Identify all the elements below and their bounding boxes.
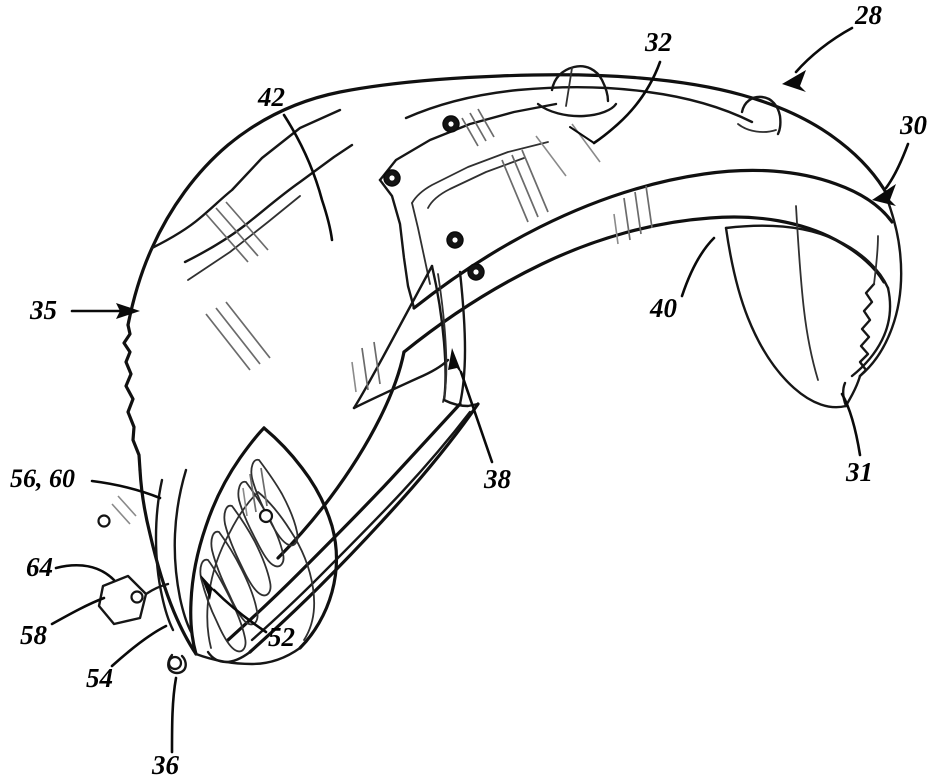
louver-panel-right-edge <box>262 426 339 650</box>
leader-64 <box>54 564 116 582</box>
ref-num-58: 58 <box>20 620 48 650</box>
louver-panel-outline <box>189 426 266 656</box>
surface-hatch-group <box>111 108 653 525</box>
rear-small-boss <box>740 95 782 136</box>
ref-num-38: 38 <box>483 464 512 494</box>
louver-panel-bottom-edge <box>194 646 302 666</box>
ref-num-35: 35 <box>29 295 57 325</box>
fastener-hole <box>167 655 183 671</box>
retention-clip-stem <box>144 582 170 596</box>
ref-num-30: 30 <box>899 110 928 140</box>
leader-32-tick <box>569 126 595 144</box>
liner-main-body <box>97 65 903 675</box>
center-upper-panel-inner-edge <box>411 141 549 204</box>
lower-rail-inner-line <box>250 410 472 642</box>
forward-edge-profile <box>122 323 142 472</box>
leader-28 <box>794 26 854 74</box>
fastener-hole <box>130 590 144 604</box>
forward-facet-panel-lower <box>183 143 354 264</box>
rear-flap-inner-line <box>873 235 879 285</box>
inclined-rib-fold-b <box>352 358 450 410</box>
rear-body-right-contour <box>850 286 892 378</box>
arrowhead-38 <box>448 348 463 376</box>
inclined-rib-vertical-seam <box>458 270 467 406</box>
outer-top-silhouette <box>126 73 890 327</box>
leader-38 <box>459 370 494 464</box>
leader-30 <box>884 142 910 190</box>
rear-body-inner-fold <box>724 226 848 409</box>
ref-num-52: 52 <box>268 622 295 652</box>
ref-num-40: 40 <box>649 293 678 323</box>
center-upper-panel-inner-edge2 <box>427 157 525 209</box>
retention-clip-58 <box>97 574 148 626</box>
mounting-tab-edge <box>173 468 193 634</box>
rear-small-boss-base <box>737 123 777 133</box>
louver-slot <box>223 504 272 597</box>
lower-rail-upper-edge <box>226 402 462 642</box>
ref-num-36: 36 <box>151 750 180 780</box>
top-dome-base <box>536 102 618 118</box>
ref-num-42: 42 <box>257 82 285 112</box>
leader-line-group <box>50 26 910 754</box>
inclined-rib-inner-crease <box>437 273 448 403</box>
mounting-tab-64 <box>154 478 175 632</box>
rear-body-crease <box>795 205 819 381</box>
forward-facet-crease <box>187 195 301 281</box>
louver-slot <box>210 530 259 626</box>
leader-36 <box>170 676 178 754</box>
louver-slot <box>199 558 247 653</box>
fastener-hole <box>258 508 274 524</box>
rear-flap-outer <box>858 194 903 378</box>
rear-flap-scalloped-edge <box>858 282 876 378</box>
leader-31 <box>840 392 862 457</box>
rivet <box>446 231 464 249</box>
leader-42 <box>282 113 334 242</box>
leader-54 <box>110 624 168 668</box>
center-upper-panel-inner-left <box>411 202 431 285</box>
inclined-rib-panel-left <box>276 350 406 560</box>
ref-num-28: 28 <box>854 0 883 30</box>
upper-arch-seam <box>404 86 754 124</box>
arrowhead-52 <box>200 574 220 600</box>
forward-facet-panel <box>150 108 342 250</box>
inclined-rib-fold-a <box>352 264 434 410</box>
rear-body-upper-contour <box>724 224 890 290</box>
center-upper-panel-left-edge <box>378 178 416 310</box>
arrowhead-35 <box>116 303 140 319</box>
ref-num-56-60: 56, 60 <box>10 464 75 493</box>
arrowhead-28 <box>782 70 806 92</box>
fastener-group <box>97 115 485 671</box>
reference-numeral-group: 28 32 42 30 35 40 31 38 56, 60 64 58 52 … <box>10 0 928 780</box>
louver-slot <box>250 458 299 547</box>
fastener-hole <box>97 514 111 528</box>
arrowhead-30 <box>872 184 896 206</box>
mid-band-upper-edge <box>412 168 894 310</box>
top-dome-boss <box>550 65 610 103</box>
top-dome-crease <box>565 67 573 107</box>
leader-58 <box>50 596 106 626</box>
lower-rail-lower-edge <box>248 402 480 654</box>
ref-num-54: 54 <box>86 663 113 693</box>
rivet <box>442 115 460 133</box>
leader-40 <box>680 236 716 298</box>
ref-num-32: 32 <box>644 27 672 57</box>
ref-num-31: 31 <box>845 457 873 487</box>
ref-num-64: 64 <box>26 552 53 582</box>
lower-forward-flank <box>138 468 198 656</box>
leader-32 <box>592 60 662 145</box>
leader-56-60 <box>90 479 162 500</box>
rivet <box>467 263 485 281</box>
rivet <box>383 169 401 187</box>
